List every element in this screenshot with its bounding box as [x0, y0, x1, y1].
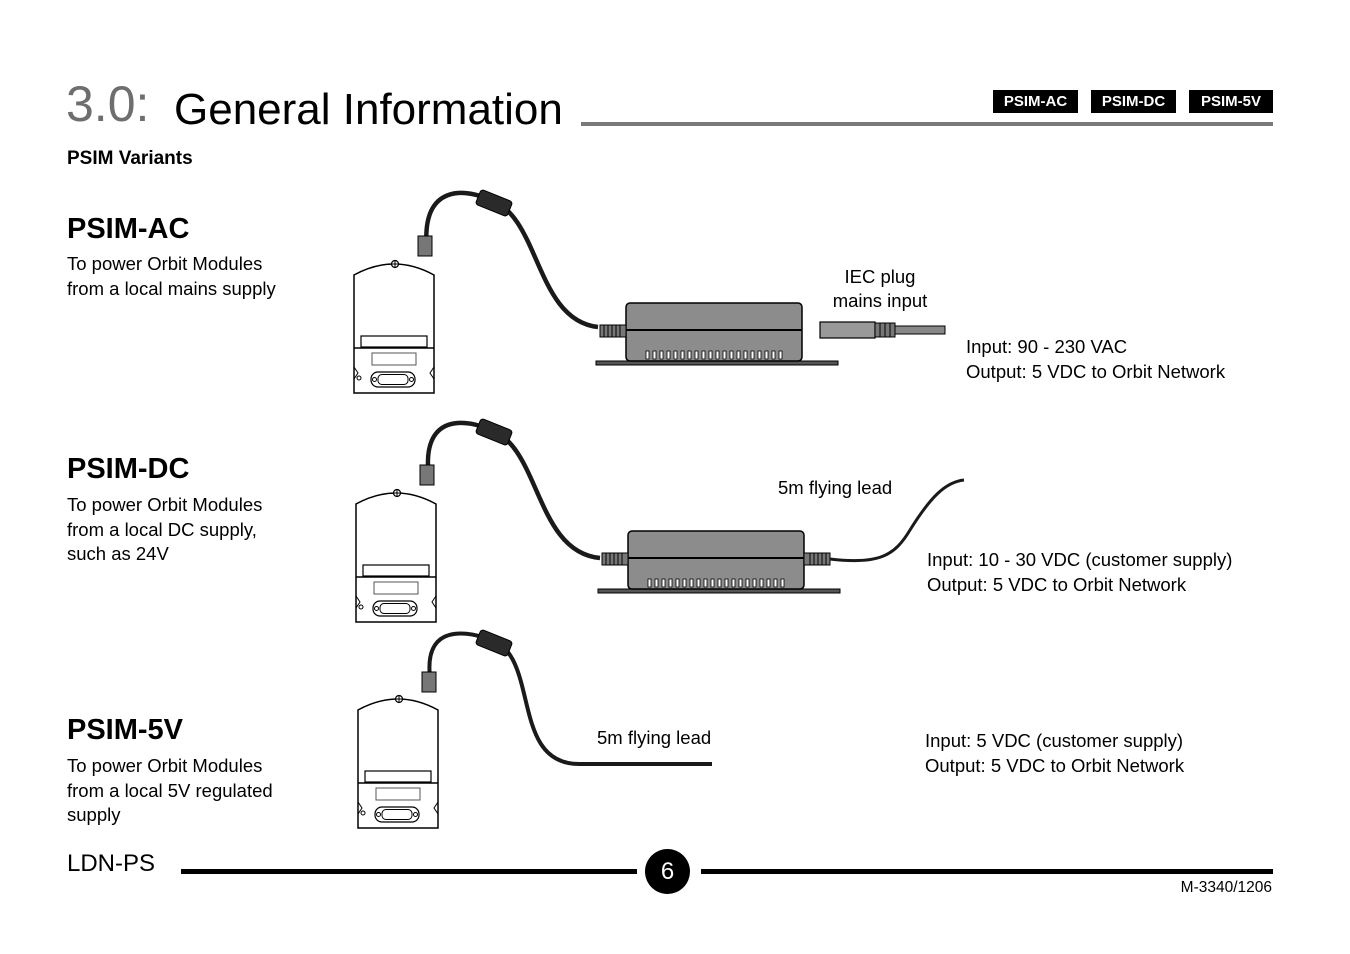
5v-flying-lead-label: 5m flying lead [597, 727, 712, 748]
spec-dc: Input: 10 - 30 VDC (customer supply) Out… [927, 548, 1232, 597]
footer-rule-left [181, 869, 637, 874]
section-number: 3.0: [66, 76, 150, 132]
psim-ac-power-supply [595, 302, 839, 366]
page-title: General Information [174, 85, 563, 134]
psim-dc-module [355, 488, 437, 623]
spec-ac: Input: 90 - 230 VAC Output: 5 VDC to Orb… [966, 335, 1225, 384]
desc-line: To power Orbit Modules [67, 253, 263, 274]
variant-name-ac: PSIM-AC [67, 213, 190, 245]
tag-psim-ac: PSIM-AC [993, 90, 1078, 113]
tag-psim-dc: PSIM-DC [1091, 90, 1176, 113]
subheading: PSIM Variants [67, 148, 193, 169]
product-code: LDN-PS [67, 850, 156, 877]
desc-line: To power Orbit Modules [67, 494, 263, 515]
psim-ac-module [353, 259, 435, 394]
title-rule [581, 122, 1273, 126]
variant-desc-dc: To power Orbit Modules from a local DC s… [67, 493, 262, 567]
variant-desc-ac: To power Orbit Modules from a local main… [67, 252, 276, 301]
spec-5v: Input: 5 VDC (customer supply) Output: 5… [925, 729, 1184, 778]
dc-flying-lead-label: 5m flying lead [778, 477, 893, 498]
label-line: IEC plug [844, 266, 916, 287]
desc-line: from a local DC supply, [67, 518, 257, 540]
footer-rule-right [701, 869, 1273, 874]
iec-plug-label: IEC plug mains input [818, 265, 942, 313]
tag-psim-5v: PSIM-5V [1189, 90, 1273, 113]
spec-input: Input: 90 - 230 VAC [966, 336, 1128, 357]
desc-line: such as 24V [67, 543, 169, 564]
desc-line: supply [67, 804, 121, 825]
psim-5v-flying-lead [421, 629, 712, 767]
desc-line: from a local mains supply [67, 277, 276, 299]
psim-dc-power-supply [597, 530, 841, 594]
spec-output: Output: 5 VDC to Orbit Network [925, 754, 1185, 776]
desc-line: from a local 5V regulated [67, 779, 273, 801]
variant-name-5v: PSIM-5V [67, 714, 184, 746]
psim-dc-cable [419, 418, 601, 561]
page-number: 6 [645, 849, 690, 894]
document-number: M-3340/1206 [1180, 879, 1272, 896]
iec-plug-icon [819, 321, 946, 339]
desc-line: To power Orbit Modules [67, 755, 263, 776]
psim-ac-cable [417, 189, 599, 330]
variant-desc-5v: To power Orbit Modules from a local 5V r… [67, 754, 273, 828]
psim-dc-flying-lead [829, 478, 965, 563]
label-line: mains input [832, 290, 928, 311]
variant-name-dc: PSIM-DC [67, 453, 190, 485]
spec-input: Input: 10 - 30 VDC (customer supply) [927, 549, 1233, 570]
psim-5v-module [357, 694, 439, 829]
spec-output: Output: 5 VDC to Orbit Network [966, 360, 1226, 382]
spec-output: Output: 5 VDC to Orbit Network [927, 573, 1187, 595]
spec-input: Input: 5 VDC (customer supply) [925, 730, 1184, 751]
